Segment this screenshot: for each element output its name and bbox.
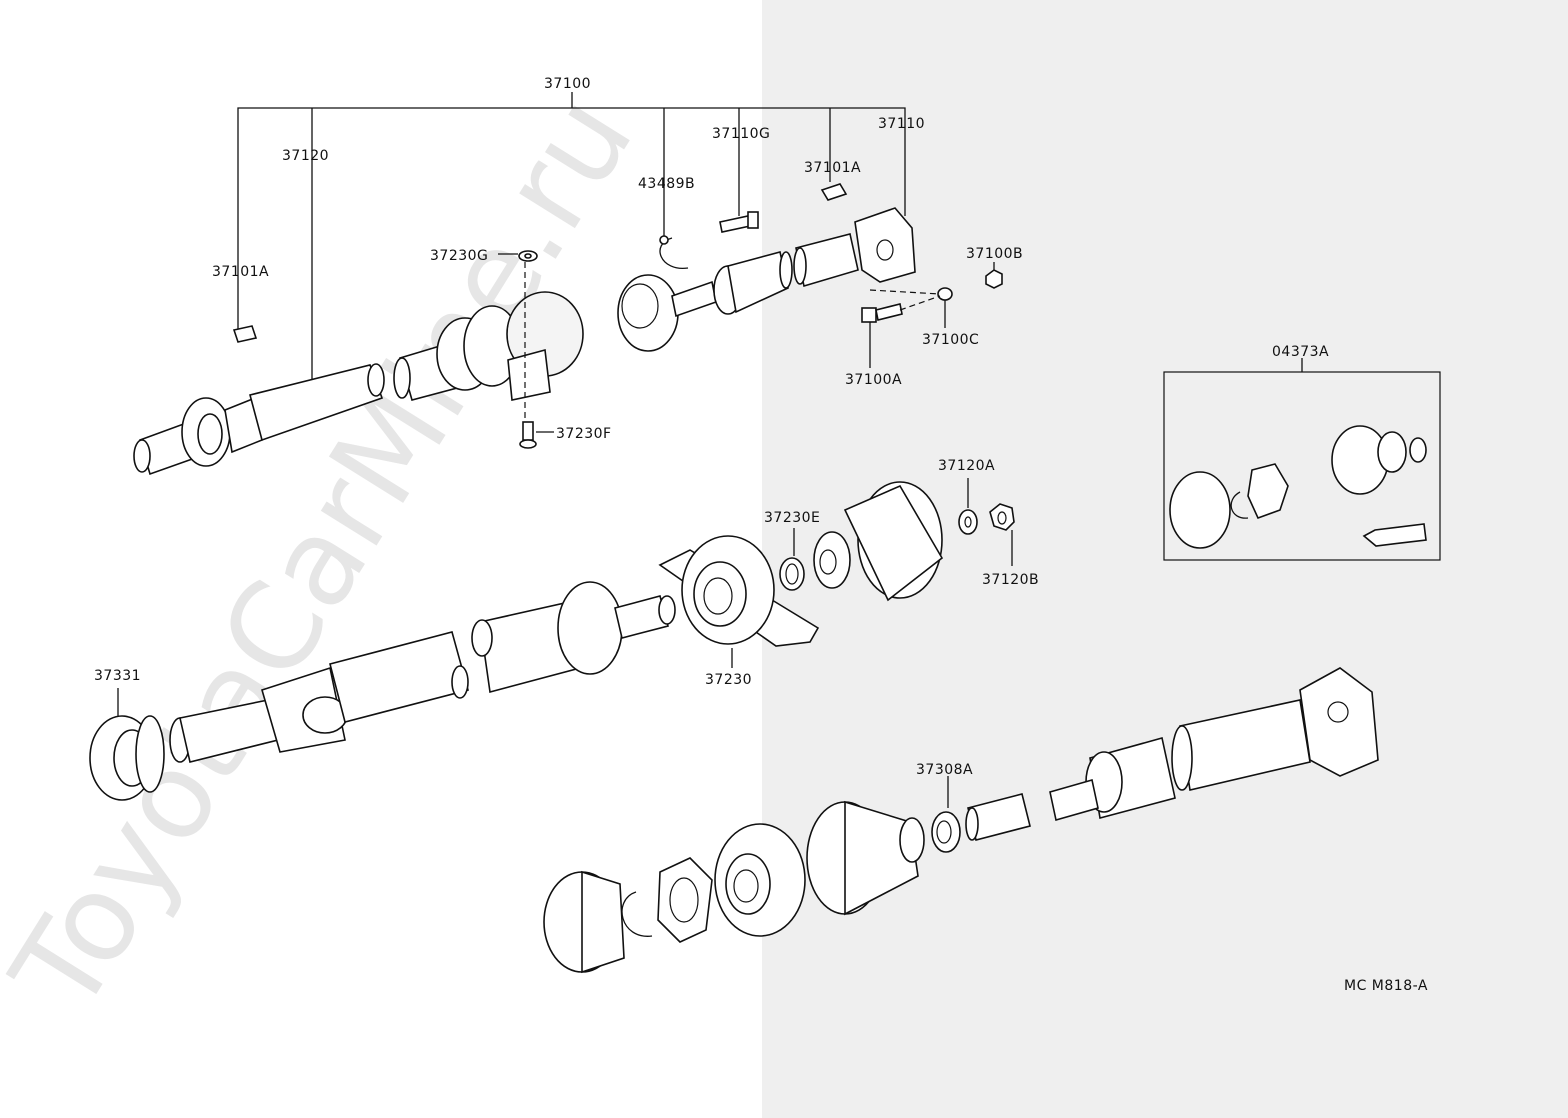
- gasket-lower: [657, 857, 713, 943]
- nut-37100b: [985, 262, 1003, 289]
- snap-ring-lower: [621, 891, 653, 937]
- washer-37308a: [931, 776, 961, 853]
- center-support-bearing-37230: [658, 535, 820, 668]
- cv-joint-lower: [714, 823, 806, 937]
- label-37101a-left: 37101A: [212, 264, 269, 280]
- washer-37100c: [869, 287, 953, 328]
- label-37230g: 37230G: [430, 248, 488, 264]
- label-37100a: 37100A: [845, 372, 902, 388]
- key-37101a-top: [820, 183, 848, 201]
- bolt-37110g: [719, 211, 759, 233]
- label-37101a-top: 37101A: [804, 160, 861, 176]
- part-labels: 37100 37120 37110G 37110 37101A 37101A 4…: [94, 76, 1428, 994]
- label-37120: 37120: [282, 148, 329, 164]
- cap-lower: [543, 870, 625, 974]
- label-37230: 37230: [705, 672, 752, 688]
- rear-shaft-lower: [965, 667, 1379, 841]
- label-37100b: 37100B: [966, 246, 1023, 262]
- assembly-bracket-37100: [237, 92, 906, 380]
- label-37120b: 37120B: [982, 572, 1039, 588]
- boot-lower: [806, 800, 925, 916]
- label-37100c: 37100C: [922, 332, 979, 348]
- rear-shaft-37110: [617, 207, 916, 352]
- label-37120a: 37120A: [938, 458, 995, 474]
- washer-37230g: [498, 250, 538, 262]
- circlip-43489b: [659, 235, 689, 269]
- center-bearing-top: [436, 262, 584, 420]
- label-37110g: 37110G: [712, 126, 770, 142]
- diagram-code: MC M818-A: [1344, 978, 1428, 994]
- label-37331: 37331: [94, 668, 141, 684]
- bolt-37230f: [519, 421, 554, 449]
- washer-37230e: [779, 528, 805, 591]
- label-04373a: 04373A: [1272, 344, 1329, 360]
- flange-yoke-middle: [813, 481, 944, 602]
- washer-37120a: [958, 478, 978, 535]
- center-shaft-middle: [169, 581, 676, 763]
- label-37110: 37110: [878, 116, 925, 132]
- key-37101a-left: [232, 325, 258, 343]
- label-37230e: 37230E: [764, 510, 820, 526]
- label-37100: 37100: [544, 76, 591, 92]
- label-37230f: 37230F: [556, 426, 612, 442]
- label-43489b: 43489B: [638, 176, 695, 192]
- dust-boot-37331: [89, 688, 165, 801]
- nut-37120b: [989, 503, 1015, 566]
- label-37308a: 37308A: [916, 762, 973, 778]
- kit-box-04373a: [1163, 358, 1441, 561]
- bolt-37100a: [861, 295, 941, 368]
- front-shaft-37120: [133, 338, 473, 476]
